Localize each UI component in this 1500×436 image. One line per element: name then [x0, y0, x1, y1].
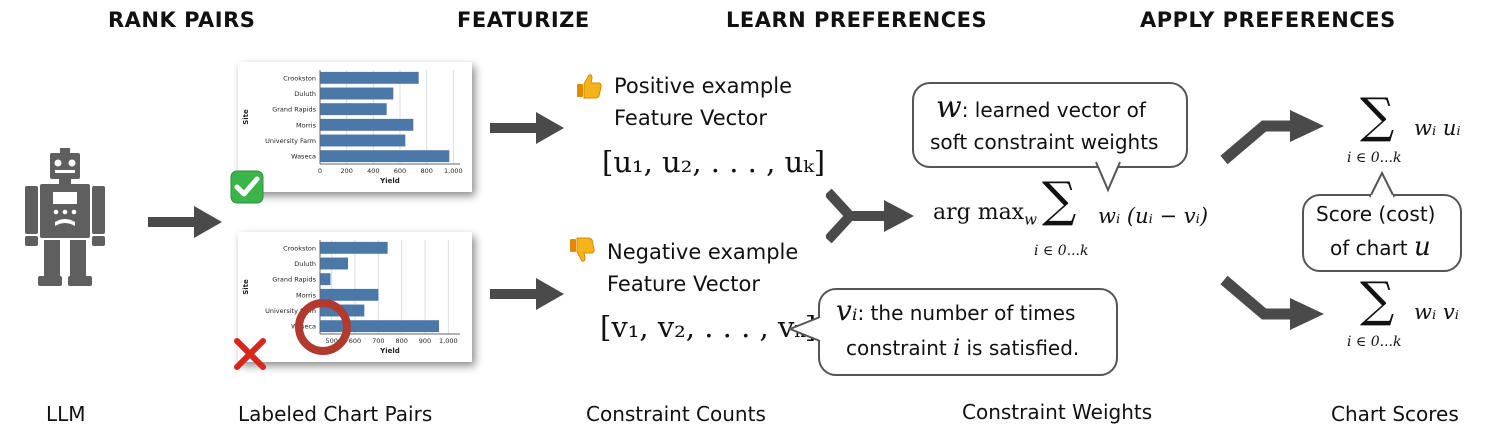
score-line2: of chart — [1330, 236, 1414, 260]
footer-chart-scores: Chart Scores — [1331, 402, 1459, 426]
chart-negative-tick-label: 700 — [372, 337, 384, 345]
argmax-sum-index: i ∈ 0...k — [1034, 243, 1089, 259]
chart-negative-category-label: Crookston — [283, 244, 316, 252]
chart-negative-category-label: University Farm — [265, 307, 316, 315]
weights-callout-tail — [1095, 160, 1121, 193]
arrow-llm-to-pairs — [148, 206, 222, 238]
chart-negative-bar — [320, 320, 439, 333]
chart-positive-bar — [320, 118, 414, 131]
w-description-line2: soft constraint weights — [930, 130, 1159, 154]
counts-callout: vᵢ: the number of times constraint i is … — [818, 288, 1118, 376]
header-apply-preferences: APPLY PREFERENCES — [1140, 8, 1396, 32]
top-sum-index: i ∈ 0...k — [1347, 150, 1402, 166]
chart-negative-y-axis-title: Site — [242, 279, 250, 295]
chart-positive-bar — [320, 103, 387, 116]
negative-vector: [v₁, v₂, . . . , vₖ] — [600, 310, 817, 344]
weights-callout: w: learned vector of soft constraint wei… — [912, 82, 1188, 168]
chart-negative-tick-label: 600 — [349, 337, 361, 345]
chart-negative-tick-label: 900 — [419, 337, 431, 345]
score-line1: Score (cost) — [1316, 202, 1436, 226]
chart-positive-tick-label: 400 — [367, 167, 379, 175]
chart-negative-tick-label: 1,000 — [439, 337, 458, 345]
v-description-line1: : the number of times — [857, 301, 1076, 325]
chart-negative-bar — [320, 273, 331, 286]
chart-positive-bar — [320, 150, 450, 163]
axis-issue-circle — [295, 299, 351, 355]
top-sum-sign: ∑ — [1360, 88, 1395, 144]
chart-negative-bar — [320, 288, 379, 301]
cross-mark-icon — [234, 338, 266, 370]
chart-positive-category-label: Crookston — [283, 74, 316, 82]
chart-positive-tick-label: 800 — [420, 167, 432, 175]
merge-arrow — [826, 188, 914, 244]
v-description-line2-i: i — [953, 336, 961, 361]
positive-feature-vector-label: Feature Vector — [614, 106, 767, 130]
chart-negative-category-label: Morris — [296, 291, 317, 299]
thumbs-up-icon — [577, 74, 602, 99]
chart-negative-tick-label: 500 — [325, 337, 337, 345]
footer-labeled-chart-pairs: Labeled Chart Pairs — [238, 402, 433, 426]
argmax-text: arg maxw — [933, 200, 1037, 229]
footer-constraint-weights: Constraint Weights — [962, 400, 1153, 424]
header-rank-pairs: RANK PAIRS — [108, 8, 256, 32]
chart-positive-bar — [320, 87, 394, 100]
chart-positive-bar — [320, 71, 419, 84]
arrow-negative-to-features — [490, 278, 564, 310]
arrow-positive-to-features — [490, 112, 564, 144]
score-u: u — [1413, 232, 1431, 262]
bottom-sum-sign: ∑ — [1360, 272, 1395, 328]
argmax-sum-body: wᵢ (uᵢ − vᵢ) — [1098, 204, 1209, 228]
footer-llm: LLM — [46, 402, 86, 426]
positive-vector: [u₁, u₂, . . . , uₖ] — [602, 145, 826, 179]
chart-positive-category-label: Duluth — [294, 90, 316, 98]
chart-positive-category-label: Waseca — [291, 153, 316, 161]
chart-positive-tick-label: 600 — [394, 167, 406, 175]
top-sum-body: wᵢ uᵢ — [1414, 116, 1461, 140]
v-description-line2-b: is satisfied. — [960, 336, 1080, 360]
w-description-line1: : learned vector of — [961, 98, 1146, 122]
chart-positive-category-label: University Farm — [265, 137, 316, 145]
chart-negative-category-label: Grand Rapids — [272, 276, 316, 284]
chart-negative-bar — [320, 257, 348, 270]
chart-positive-y-axis-title: Site — [242, 109, 250, 125]
positive-example-label: Positive example — [614, 74, 793, 98]
chart-negative-category-label: Duluth — [294, 260, 316, 268]
chart-negative-x-axis-title: Yield — [379, 347, 400, 355]
arrow-to-bottom-score — [1220, 275, 1324, 330]
counts-callout-tail — [788, 316, 822, 342]
argmax-sum-sign: ∑ — [1042, 172, 1077, 228]
negative-example-label: Negative example — [607, 240, 799, 264]
chart-positive-tick-label: 0 — [318, 167, 322, 175]
w-symbol: w — [936, 90, 962, 125]
v-description-line2-a: constraint — [846, 336, 954, 360]
chart-positive-category-label: Morris — [296, 121, 317, 129]
arrow-to-top-score — [1220, 110, 1324, 165]
chart-positive-tick-label: 1,000 — [444, 167, 463, 175]
bottom-sum-index: i ∈ 0...k — [1347, 334, 1402, 350]
chart-positive-bar — [320, 134, 406, 147]
chart-negative-category-label: Waseca — [291, 323, 316, 331]
header-featurize: FEATURIZE — [457, 8, 590, 32]
v-symbol: vᵢ — [836, 294, 858, 327]
header-learn-preferences: LEARN PREFERENCES — [726, 8, 988, 32]
footer-constraint-counts: Constraint Counts — [586, 402, 766, 426]
negative-feature-vector-label: Feature Vector — [607, 272, 760, 296]
score-callout: Score (cost) of chart u — [1302, 194, 1462, 272]
chart-negative-bar — [320, 241, 388, 254]
chart-positive-x-axis-title: Yield — [379, 177, 400, 185]
bottom-sum-body: wᵢ vᵢ — [1414, 300, 1459, 324]
chart-positive-tick-label: 200 — [340, 167, 352, 175]
chart-negative-tick-label: 800 — [395, 337, 407, 345]
thumbs-down-icon — [570, 237, 595, 262]
chart-positive-category-label: Grand Rapids — [272, 106, 316, 114]
check-mark-icon — [230, 170, 264, 204]
robot-icon — [25, 148, 105, 286]
score-callout-tail — [1369, 170, 1395, 198]
